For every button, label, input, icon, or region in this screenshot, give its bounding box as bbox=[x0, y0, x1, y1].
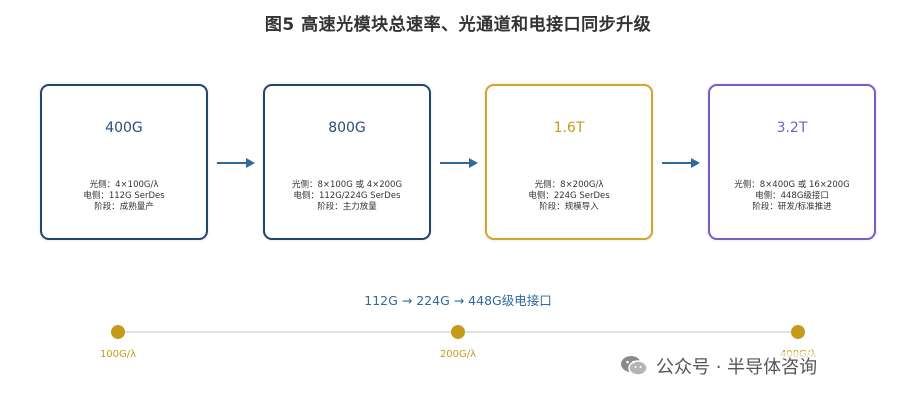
card-speed: 1.6T bbox=[553, 120, 585, 136]
card-1-6t: 1.6T 光侧：8×200G/λ 电侧：224G SerDes 阶段：规模导入 bbox=[485, 84, 653, 240]
card-stage: 阶段：研发/标准推进 bbox=[752, 202, 832, 212]
card-optical: 光侧：4×100G/λ bbox=[89, 180, 159, 190]
card-stage: 阶段：成熟量产 bbox=[94, 202, 154, 212]
card-stage: 阶段：主力放量 bbox=[317, 202, 377, 212]
card-details: 光侧：8×100G 或 4×200G 电侧：112G/224G SerDes 阶… bbox=[265, 180, 429, 213]
card-speed: 400G bbox=[105, 120, 143, 136]
card-details: 光侧：8×400G 或 16×200G 电侧：448G级接口 阶段：研发/标准推… bbox=[710, 180, 874, 213]
card-electrical: 电侧：112G/224G SerDes bbox=[293, 191, 401, 201]
card-optical: 光侧：8×400G 或 16×200G bbox=[734, 180, 850, 190]
arrow-right-icon bbox=[662, 158, 700, 168]
card-electrical: 电侧：224G SerDes bbox=[528, 191, 610, 201]
arrow-right-icon bbox=[217, 158, 255, 168]
card-800g: 800G 光侧：8×100G 或 4×200G 电侧：112G/224G Ser… bbox=[263, 84, 431, 240]
timeline-label-200g: 200G/λ bbox=[439, 349, 477, 360]
timeline-label-100g: 100G/λ bbox=[99, 349, 137, 360]
timeline-dot bbox=[791, 325, 805, 339]
card-electrical: 电侧：112G SerDes bbox=[83, 191, 165, 201]
card-speed: 3.2T bbox=[776, 120, 808, 136]
card-optical: 光侧：8×200G/λ bbox=[534, 180, 604, 190]
arrow-right-icon bbox=[440, 158, 478, 168]
card-details: 光侧：4×100G/λ 电侧：112G SerDes 阶段：成熟量产 bbox=[42, 180, 206, 213]
wechat-icon bbox=[621, 356, 648, 376]
timeline-dot bbox=[111, 325, 125, 339]
timeline-dot bbox=[451, 325, 465, 339]
card-electrical: 电侧：448G级接口 bbox=[755, 191, 829, 201]
watermark-text: 公众号 · 半导体咨询 bbox=[656, 357, 818, 378]
card-optical: 光侧：8×100G 或 4×200G bbox=[291, 180, 403, 190]
watermark: 公众号 · 半导体咨询 bbox=[620, 352, 818, 380]
interface-evolution-label: 112G → 224G → 448G级电接口 bbox=[364, 293, 552, 308]
card-stage: 阶段：规模导入 bbox=[539, 202, 599, 212]
card-details: 光侧：8×200G/λ 电侧：224G SerDes 阶段：规模导入 bbox=[487, 180, 651, 213]
card-3-2t: 3.2T 光侧：8×400G 或 16×200G 电侧：448G级接口 阶段：研… bbox=[708, 84, 876, 240]
card-400g: 400G 光侧：4×100G/λ 电侧：112G SerDes 阶段：成熟量产 bbox=[40, 84, 208, 240]
page-title: 图5 高速光模块总速率、光通道和电接口同步升级 bbox=[264, 15, 652, 35]
card-speed: 800G bbox=[328, 120, 366, 136]
